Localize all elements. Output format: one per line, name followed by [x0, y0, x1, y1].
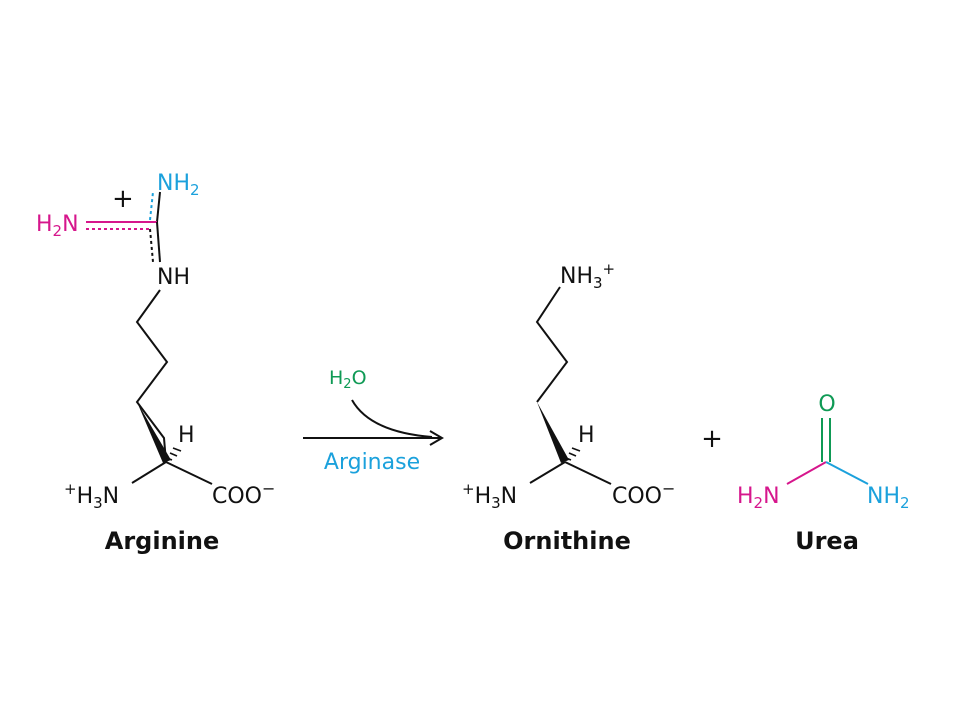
arginine-alpha-h: H — [178, 423, 195, 448]
urea-molecule: O H2N NH2 Urea — [737, 392, 910, 555]
ornithine-alpha-h: H — [578, 423, 595, 448]
ornithine-amine: +H3N — [462, 480, 517, 512]
arginine-h2n-left: H2N — [36, 212, 79, 240]
ornithine-label: Ornithine — [503, 527, 631, 555]
ornithine-carboxylate: COO− — [612, 479, 675, 509]
plus-sign: + — [701, 424, 723, 454]
urea-oxygen: O — [818, 392, 835, 417]
arginine-wedge-bond — [137, 402, 171, 463]
arginine-nh2-top: NH2 — [157, 171, 200, 199]
ornithine-molecule: NH3+ H +H3N COO− Ornithine — [462, 260, 675, 555]
enzyme-label: Arginase — [324, 450, 420, 475]
reaction-arrow: H2O Arginase — [303, 367, 444, 475]
arginine-carboxylate: COO− — [212, 479, 275, 509]
arginine-amine: +H3N — [64, 480, 119, 512]
ornithine-hash-bond — [565, 447, 581, 461]
water-reagent: H2O — [329, 367, 367, 392]
ornithine-side-chain — [535, 286, 569, 403]
arginine-molecule: NH2 H2N + NH H +H3N COO− Arginine — [36, 171, 275, 555]
urea-h2n: H2N — [737, 484, 780, 512]
guanidinium-bonds — [86, 191, 161, 263]
arginine-nh: NH — [157, 265, 190, 290]
ornithine-wedge-bond — [537, 402, 569, 463]
arginine-guanidinium-charge: + — [112, 184, 134, 214]
arginine-side-chain — [135, 289, 169, 463]
urea-label: Urea — [795, 527, 859, 555]
ornithine-amine-top: NH3+ — [560, 260, 615, 292]
arginine-label: Arginine — [105, 527, 220, 555]
urea-nh2: NH2 — [867, 484, 910, 512]
arginine-hash-bond — [166, 447, 182, 461]
